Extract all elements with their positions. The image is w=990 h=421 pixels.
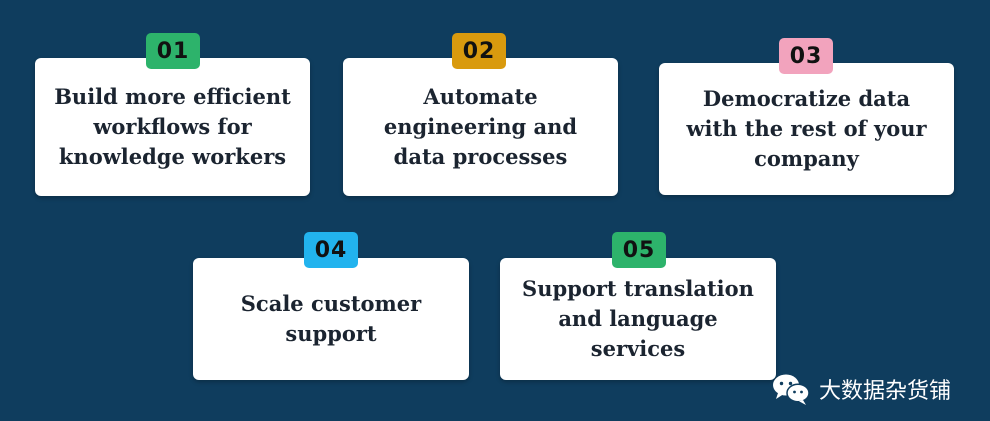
step-badge-05: 05 [612, 232, 666, 268]
step-label: Build more efficient workflows for knowl… [54, 84, 291, 169]
step-card-04: Scale customer support [193, 258, 469, 380]
step-card-05: Support translation and language service… [500, 258, 776, 380]
step-badge-04: 04 [304, 232, 358, 268]
step-label: Automate engineering and data processes [383, 84, 578, 169]
step-badge-02: 02 [452, 33, 506, 69]
watermark-text: 大数据杂货铺 [819, 379, 952, 404]
step-card-03: Democratize data with the rest of your c… [659, 63, 954, 195]
step-label: Democratize data with the rest of your c… [686, 86, 927, 171]
watermark: 大数据杂货铺 [771, 368, 951, 410]
step-label: Support translation and language service… [522, 276, 754, 361]
step-label: Scale customer support [240, 291, 422, 346]
step-card-02: Automate engineering and data processes [343, 58, 618, 196]
step-card-01: Build more efficient workflows for knowl… [35, 58, 310, 196]
step-badge-01: 01 [146, 33, 200, 69]
wechat-icon [773, 374, 810, 405]
step-badge-03: 03 [779, 38, 833, 74]
